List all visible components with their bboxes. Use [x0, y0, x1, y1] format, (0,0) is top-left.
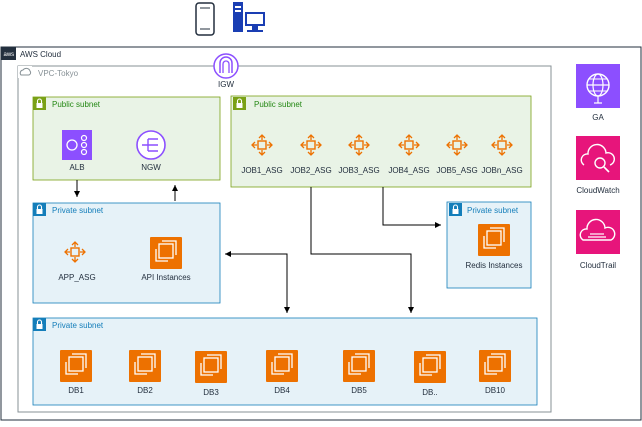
db5-instance-icon — [342, 349, 376, 383]
private-subnet-lock-icon — [32, 202, 47, 217]
aws-cloud-boundary — [0, 46, 642, 421]
db2-instance-icon — [128, 349, 162, 383]
global-accelerator-icon — [576, 64, 620, 108]
cloudtrail-label: CloudTrail — [580, 261, 616, 270]
job-label: JOB2_ASG — [290, 166, 331, 175]
job-label: JOBn_ASG — [481, 166, 522, 175]
redis-instances-icon — [477, 223, 511, 257]
vpc-cloud-icon — [18, 66, 32, 78]
alb-label: ALB — [69, 163, 84, 172]
db-label: DB3 — [203, 388, 219, 397]
svg-text:aws: aws — [4, 52, 15, 58]
db-label: DB4 — [274, 386, 290, 395]
db4-instance-icon — [265, 349, 299, 383]
api-instances-label: API Instances — [141, 273, 190, 282]
igw-label: IGW — [218, 80, 234, 89]
public-subnet-right — [230, 95, 532, 188]
connector-lines — [74, 180, 441, 313]
api-instances-icon — [149, 236, 183, 270]
public-subnet-left-label: Public subnet — [52, 100, 101, 109]
job-label: JOB3_ASG — [338, 166, 379, 175]
db3-instance-icon — [194, 350, 228, 384]
aws-cloud-label: AWS Cloud — [20, 50, 61, 59]
vpc-boundary — [17, 65, 552, 413]
private-subnet-bottom-label: Private subnet — [52, 321, 104, 330]
alb-icon — [62, 130, 92, 160]
db10-instance-icon — [478, 349, 512, 383]
db-label: DB5 — [351, 386, 367, 395]
mobile-device-icon — [195, 2, 215, 36]
internet-gateway-icon — [213, 53, 239, 79]
db-label: DB1 — [68, 386, 84, 395]
private-subnet-lock-icon — [32, 317, 47, 332]
private-subnet-left — [32, 202, 221, 304]
private-subnet-right-label: Private subnet — [467, 206, 519, 215]
redis-instances-label: Redis Instances — [466, 261, 523, 270]
db1-instance-icon — [59, 349, 93, 383]
ga-label: GA — [592, 113, 604, 122]
db-more-instance-icon — [413, 350, 447, 384]
aws-logo-icon: aws — [1, 47, 16, 60]
job-label: JOB1_ASG — [241, 166, 282, 175]
db-label: DB.. — [422, 388, 438, 397]
private-subnet-lock-icon — [448, 202, 463, 217]
private-subnet-left-label: Private subnet — [52, 206, 104, 215]
public-subnet-lock-icon — [232, 96, 247, 111]
public-subnet-lock-icon — [32, 96, 47, 111]
nat-gateway-icon — [136, 130, 166, 160]
desktop-client-icon — [233, 2, 265, 32]
db-label: DB2 — [137, 386, 153, 395]
cloudwatch-icon — [576, 136, 620, 180]
app-asg-label: APP_ASG — [58, 273, 95, 282]
public-subnet-right-label: Public subnet — [254, 100, 303, 109]
cloudtrail-icon — [576, 210, 620, 254]
db-label: DB10 — [485, 386, 506, 395]
vpc-label: VPC-Tokyo — [38, 69, 79, 78]
cloudwatch-label: CloudWatch — [576, 186, 619, 195]
job-label: JOB5_ASG — [436, 166, 477, 175]
job-label: JOB4_ASG — [388, 166, 429, 175]
ngw-label: NGW — [141, 163, 161, 172]
public-subnet-left — [32, 96, 221, 181]
